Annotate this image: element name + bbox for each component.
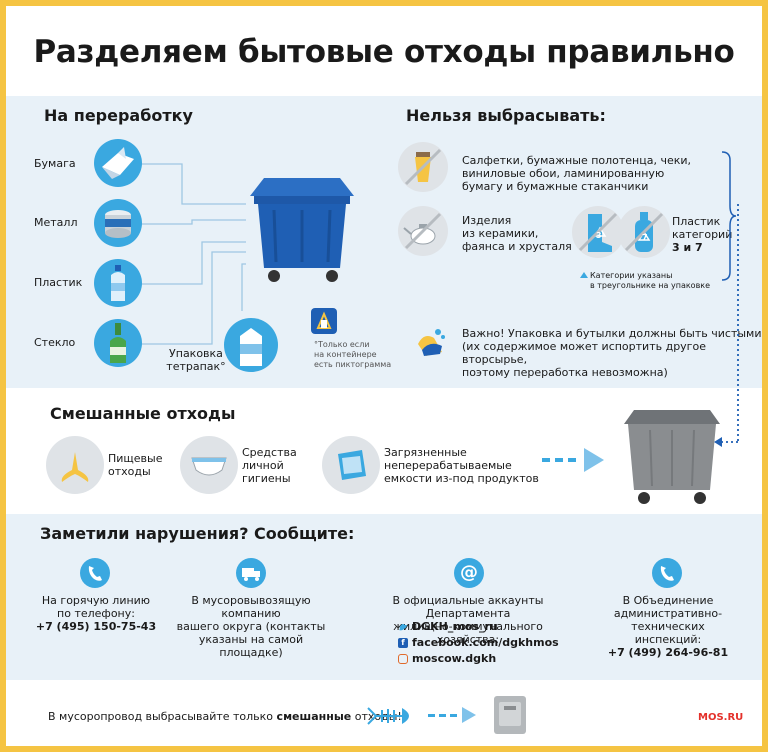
arrow-dash [450, 714, 457, 717]
baby-bottle-code7-forbidden-icon [618, 206, 670, 258]
tetrapak-label: Упаковка тетрапак° [166, 347, 226, 373]
arrow-dash [542, 458, 550, 462]
report-band [6, 514, 762, 680]
forbidden-ceramics-text: Изделия из керамики, фаянса и хрусталя [462, 214, 572, 253]
tin-can-icon [94, 199, 142, 247]
arrow-right-icon [462, 707, 476, 723]
item-label-paper: Бумага [34, 157, 76, 170]
item-label-metal: Металл [34, 216, 78, 229]
twitter-icon [398, 623, 408, 633]
instagram-link[interactable]: moscow.dgkh [412, 652, 497, 665]
at-sign-icon: @ [454, 558, 484, 588]
connector-lines [130, 163, 246, 345]
tetrapak-pictogram-icon [311, 308, 337, 334]
mixed-food-label: Пищевые отходы [108, 452, 163, 478]
forbidden-plastic-text: Пластик категорий 3 и 7 [672, 215, 733, 254]
brand-logo: MOS.RU [698, 712, 744, 723]
arrow-dash [428, 714, 435, 717]
hotline-text: На горячую линию по телефону: +7 (495) 1… [35, 594, 157, 633]
item-label-plastic: Пластик [34, 276, 83, 289]
mixed-hygiene-label: Средства личной гигиены [242, 446, 297, 485]
arrow-dash [555, 458, 563, 462]
pictogram-note: °Только если на контейнере есть пиктогра… [314, 340, 392, 369]
social-text: В официальные аккаунты Департамента жили… [392, 594, 544, 646]
oati-text: В Объединение административно-технически… [607, 594, 729, 659]
washing-hands-icon [412, 324, 448, 360]
banana-peel-icon [46, 436, 104, 494]
fish-bone-icon [367, 707, 409, 725]
item-label-glass: Стекло [34, 336, 76, 349]
forbidden-heading: Нельзя выбрасывать: [406, 106, 606, 125]
triangle-marker-icon [580, 272, 588, 278]
phone-icon [80, 558, 110, 588]
forbidden-paper-text: Салфетки, бумажные полотенца, чеки, вини… [462, 154, 692, 193]
category-note: Категории указаны в треугольнике на упак… [590, 271, 711, 290]
teapot-forbidden-icon [398, 206, 448, 256]
gray-mixed-waste-bin-icon [624, 410, 720, 504]
blue-recycle-bin-icon [250, 178, 354, 282]
dirty-package-icon [322, 436, 380, 494]
garbage-chute-icon [494, 696, 526, 734]
paper-cup-forbidden-icon [398, 142, 448, 192]
boot-code3-forbidden-icon [572, 206, 624, 258]
diaper-icon [180, 436, 238, 494]
forbidden-to-mixed-arrow [714, 151, 739, 447]
warning-text: Важно! Упаковка и бутылки должны быть чи… [462, 327, 762, 379]
chute-notice: В мусоропровод выбрасывайте только смеша… [48, 710, 402, 723]
recycling-code-7: 7 [642, 233, 648, 242]
plastic-bottle-icon [94, 259, 142, 307]
report-heading: Заметили нарушения? Сообщите: [40, 524, 355, 543]
company-text: В мусоровывозящую компанию вашего округа… [176, 594, 326, 659]
recycle-heading: На переработку [44, 106, 193, 125]
facebook-icon: f [398, 638, 408, 648]
arrow-dash [568, 458, 576, 462]
arrow-right-icon [584, 448, 604, 472]
infographic: Разделяем бытовые отходы правильно На пе… [6, 6, 762, 746]
paper-icon [94, 139, 142, 187]
mixed-heading: Смешанные отходы [50, 404, 236, 423]
facebook-link[interactable]: facebook.com/dgkhmos [412, 636, 559, 649]
instagram-icon [398, 654, 408, 664]
twitter-link[interactable]: DGKH_mos_ru [412, 620, 498, 633]
garbage-truck-icon [236, 558, 266, 588]
recycling-code-3: 3 [596, 231, 602, 240]
arrow-dash [439, 714, 446, 717]
phone-icon [652, 558, 682, 588]
mixed-dirty-label: Загрязненные неперерабатываемые емкости … [384, 446, 539, 485]
tetrapak-carton-icon [224, 318, 278, 372]
glass-bottle-icon [94, 319, 142, 367]
page-title: Разделяем бытовые отходы правильно [33, 34, 735, 70]
